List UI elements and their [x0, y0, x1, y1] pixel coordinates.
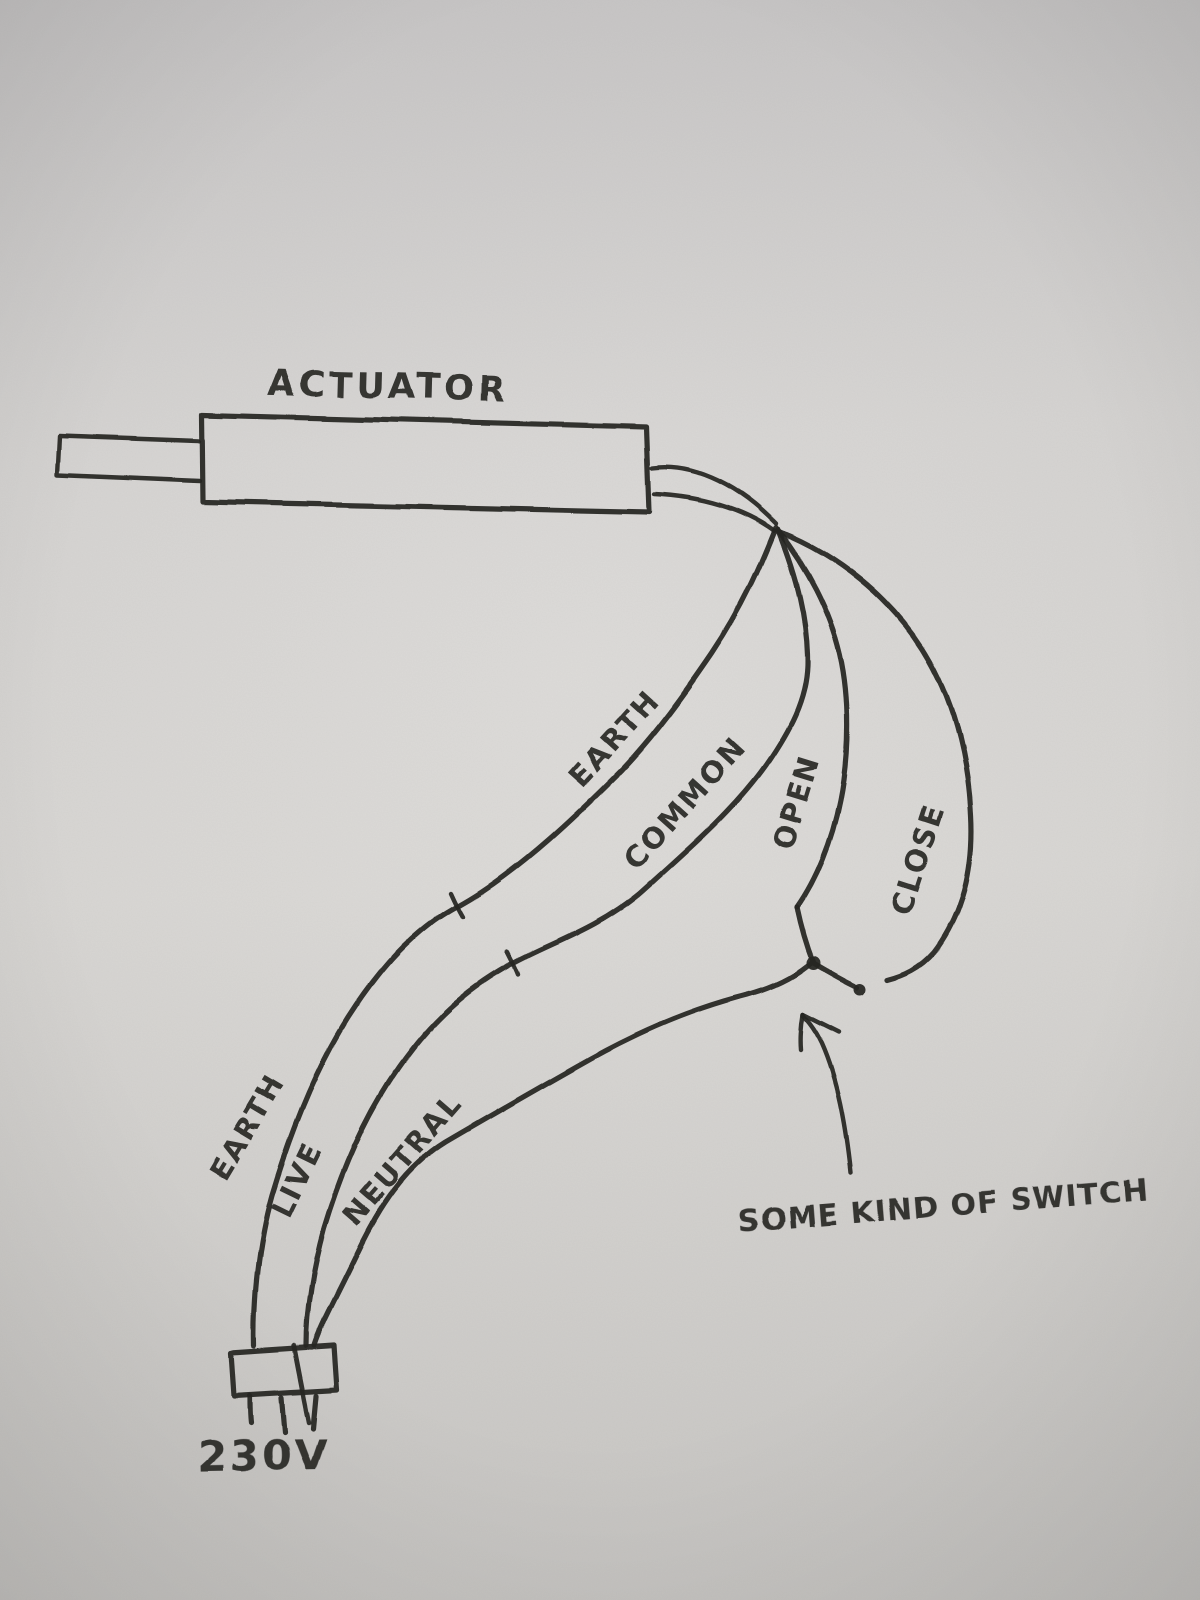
actuator-label: ACTUATOR — [267, 364, 509, 410]
neutral-wire-path — [311, 959, 815, 1349]
actuator-body — [199, 412, 652, 515]
switch-pointer-arrow — [798, 1012, 854, 1175]
plug-prong-right — [310, 1393, 319, 1431]
common-wire-tick — [504, 949, 521, 978]
cable-bottom-line — [651, 491, 777, 534]
actuator-rod — [54, 433, 203, 484]
voltage-label: 230V — [197, 1430, 330, 1481]
earth-wire-tick — [448, 890, 466, 920]
switch-pivot-dot — [806, 956, 820, 970]
plug-diagonal-stroke — [291, 1343, 312, 1425]
close-wire-path — [777, 529, 975, 982]
plug-prong-middle — [279, 1395, 288, 1435]
switch-contact-dot — [854, 983, 866, 995]
open-wire-path — [775, 527, 850, 910]
plug-body — [228, 1343, 340, 1399]
cable-top-line — [649, 464, 779, 527]
common-live-wire-path — [303, 527, 810, 1349]
plug-prong-left — [247, 1393, 254, 1426]
